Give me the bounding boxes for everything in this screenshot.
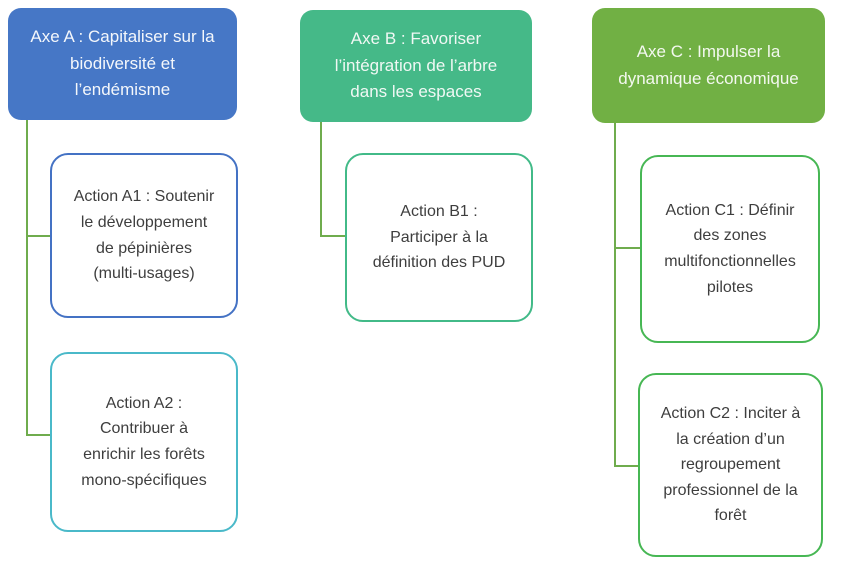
action-c2-box: Action C2 : Inciter à la création d’un r… (638, 373, 823, 557)
axe-b-header-label: Axe B : Favoriser l’intégration de l’arb… (334, 29, 498, 102)
axe-b-connector-trunk (320, 122, 322, 237)
action-c1-label: Action C1 : Définir des zones multifonct… (664, 201, 796, 296)
axe-c-connector-stub-c1 (614, 247, 640, 249)
action-a1-label: Action A1 : Soutenir le développement de… (73, 188, 215, 283)
axe-a-connector-stub-a1 (26, 235, 50, 237)
action-a2-label: Action A2 : Contribuer à enrichir les fo… (81, 394, 207, 489)
axe-a-connector-trunk (26, 120, 28, 436)
axe-c-header-box: Axe C : Impulser la dynamique économique (592, 8, 825, 123)
axe-c-header-label: Axe C : Impulser la dynamique économique (618, 42, 799, 88)
axe-c-connector-trunk (614, 123, 616, 467)
action-a2-box: Action A2 : Contribuer à enrichir les fo… (50, 352, 238, 532)
axe-a-header-box: Axe A : Capitaliser sur la biodiversité … (8, 8, 237, 120)
action-b1-box: Action B1 : Participer à la définition d… (345, 153, 533, 322)
axe-c-connector-stub-c2 (614, 465, 638, 467)
axe-a-header-label: Axe A : Capitaliser sur la biodiversité … (30, 27, 215, 100)
action-c1-box: Action C1 : Définir des zones multifonct… (640, 155, 820, 343)
action-a1-box: Action A1 : Soutenir le développement de… (50, 153, 238, 318)
axe-b-connector-stub-b1 (320, 235, 345, 237)
action-c2-label: Action C2 : Inciter à la création d’un r… (660, 405, 801, 525)
axe-b-header-box: Axe B : Favoriser l’intégration de l’arb… (300, 10, 532, 122)
action-b1-label: Action B1 : Participer à la définition d… (372, 203, 506, 272)
axe-a-connector-stub-a2 (26, 434, 50, 436)
